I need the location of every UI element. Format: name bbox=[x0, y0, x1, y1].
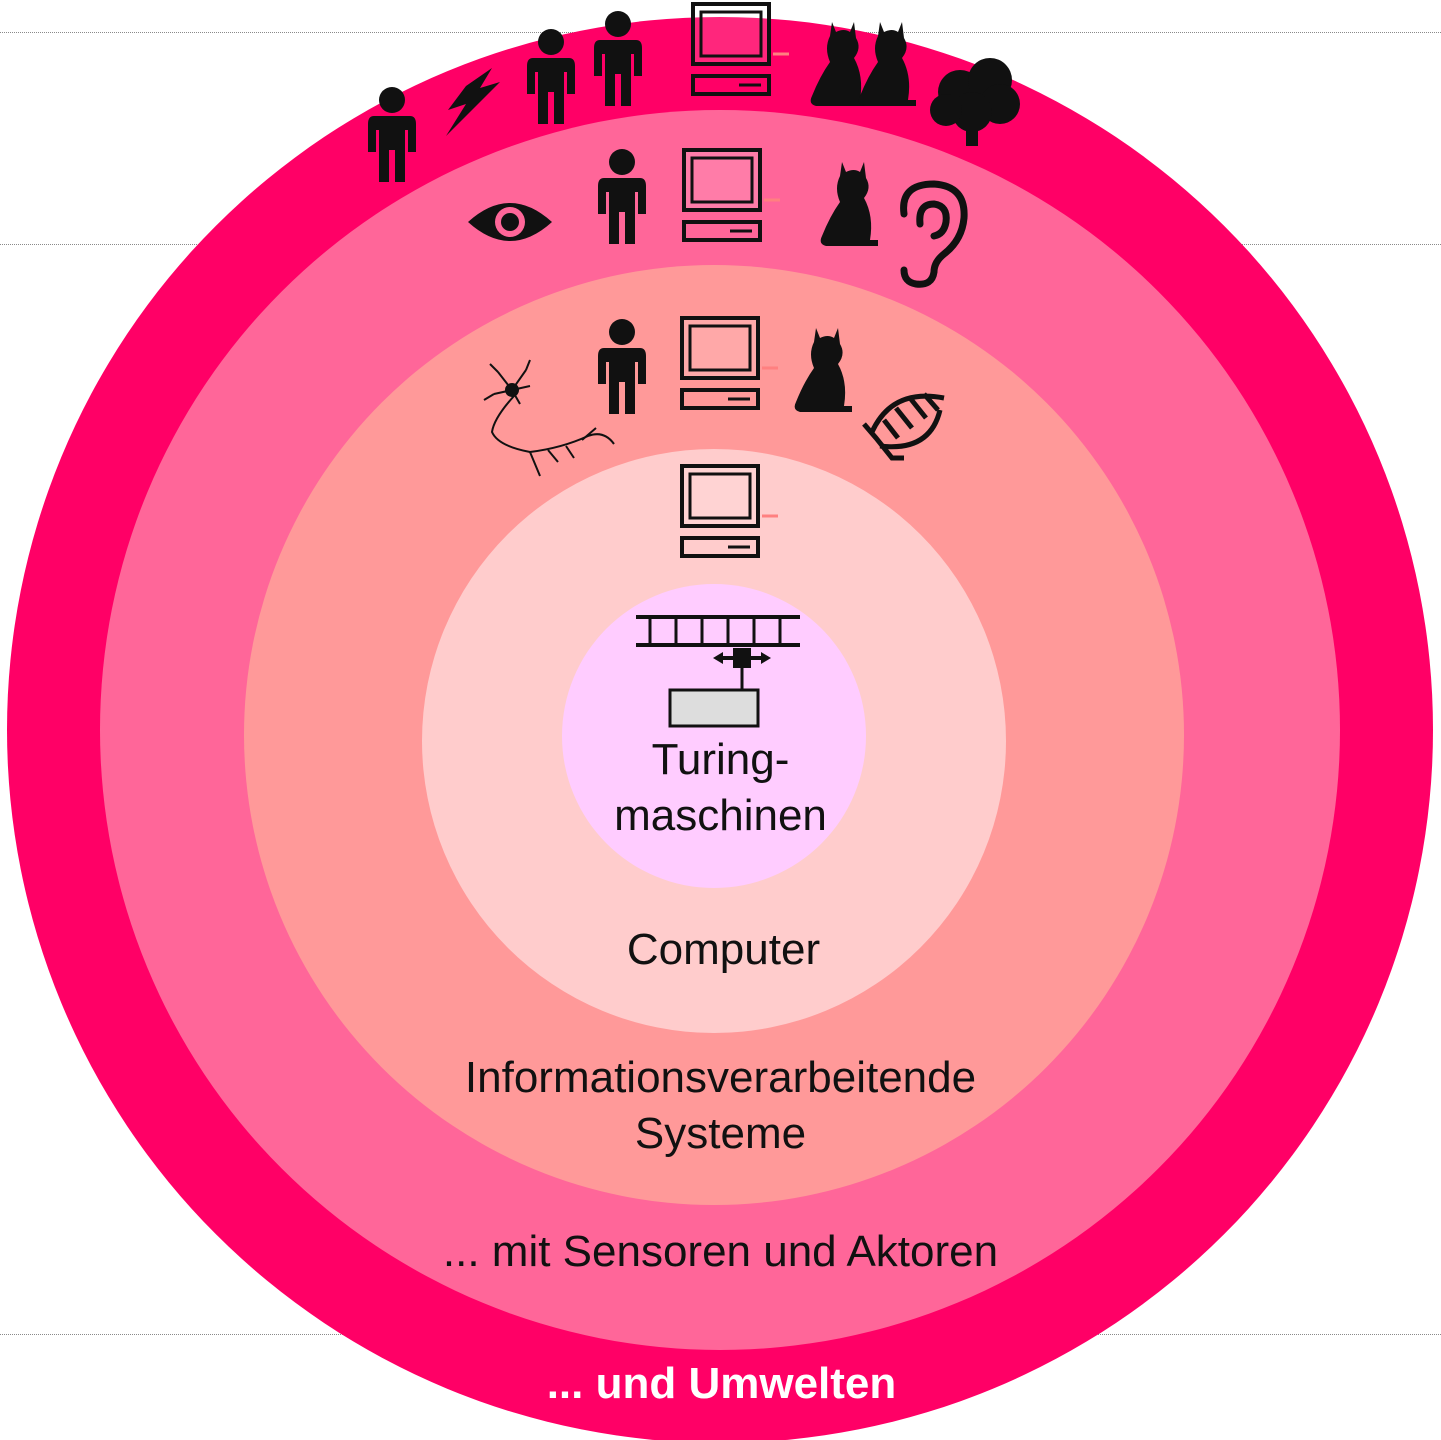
turing-machine-icon bbox=[636, 615, 800, 728]
turing-label: Turing- maschinen bbox=[614, 735, 827, 840]
outer-ring-icons bbox=[368, 2, 1020, 182]
lightning-icon bbox=[446, 68, 500, 136]
sensors-ring-icons bbox=[468, 148, 968, 288]
sensors-actors-label: ... mit Sensoren und Aktoren bbox=[442, 1227, 999, 1276]
tree-icon bbox=[930, 58, 1020, 146]
neuron-icon bbox=[483, 359, 615, 477]
info-ring-icons bbox=[483, 316, 945, 477]
dna-icon bbox=[862, 392, 945, 461]
environments-label: ... und Umwelten bbox=[546, 1359, 897, 1408]
rings bbox=[7, 17, 1433, 1440]
info-systems-label: Informationsverarbeitende Systeme bbox=[464, 1053, 977, 1158]
eye-icon bbox=[468, 203, 552, 241]
computer-label: Computer bbox=[626, 925, 821, 974]
ear-icon bbox=[900, 180, 968, 288]
ring-turing bbox=[562, 584, 866, 888]
